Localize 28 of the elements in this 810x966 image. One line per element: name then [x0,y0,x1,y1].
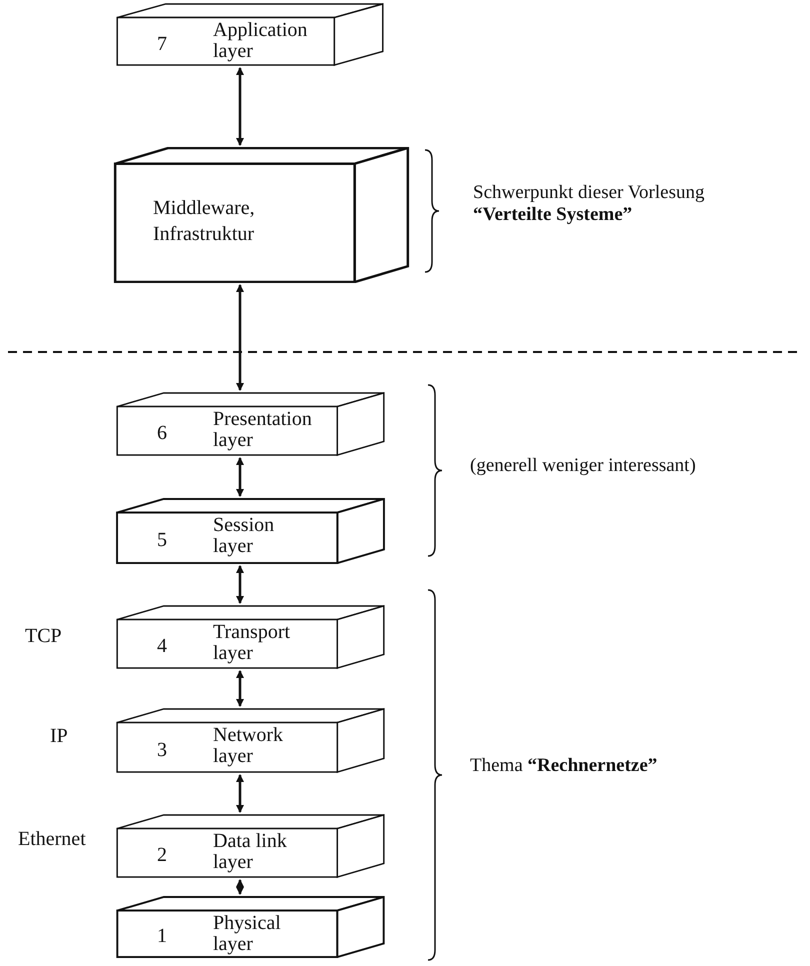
layer-name: Application layer [213,20,308,62]
double-arrow [236,67,244,146]
layer-number: 4 [157,636,167,656]
layer-name: Middleware, Infrastruktur [153,196,256,247]
layer-number: 2 [157,845,167,865]
layer-name: Transport layer [213,622,292,664]
double-arrow [236,774,244,813]
double-arrow [236,670,244,707]
layer-number: 3 [157,740,167,760]
layer-name: Data link layer [213,831,288,873]
layer-name: Network layer [213,725,284,767]
layer-number: 5 [157,530,167,550]
double-arrow [236,879,244,895]
layer-name: Session layer [213,515,276,557]
protocol-label: IP [50,725,68,747]
double-arrow [236,457,244,497]
layer-number: 7 [157,34,167,54]
annotation-text: (generell weniger interessant) [470,455,697,477]
layer-name: Presentation layer [213,409,313,451]
protocol-label: TCP [25,625,62,647]
double-arrow [236,565,244,604]
layer-number: 1 [157,926,167,946]
layer-number: 6 [157,423,167,443]
double-arrow [236,284,244,391]
layer-name: Physical layer [213,913,282,955]
annotation-text: Schwerpunkt dieser Vorlesung “Verteilte Systeme” [473,182,706,226]
annotation-text: Thema “Rechnernetze” [470,755,658,777]
protocol-label: Ethernet [18,828,86,850]
